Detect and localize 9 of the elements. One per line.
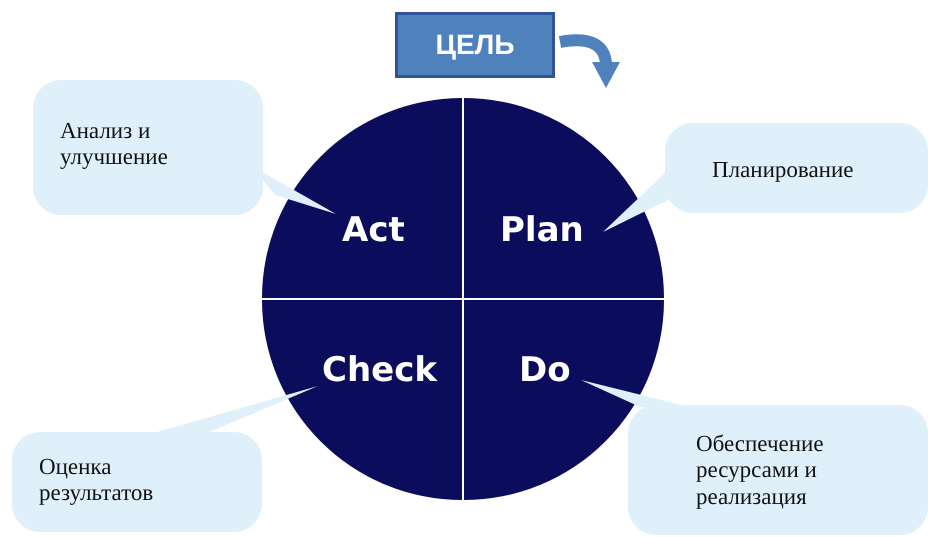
sector-label: Check [322,350,437,390]
goal-box: ЦЕЛЬ [395,12,555,78]
sector-label: Act [342,210,405,250]
sector-label: Plan [500,210,584,250]
speech-bubble: Планирование [665,123,928,213]
speech-bubble: Анализ и улучшение [33,80,263,215]
speech-bubble: Обеспечение ресурсами и реализация [628,405,928,535]
sector-label: Do [519,350,571,390]
curved-arrow [559,34,620,88]
